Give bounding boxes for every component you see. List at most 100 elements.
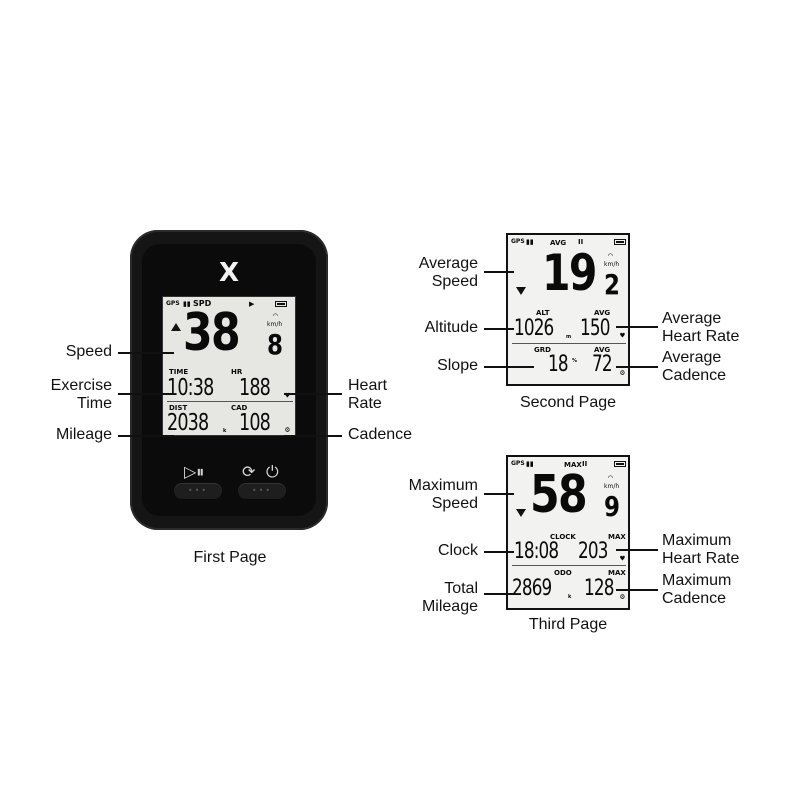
grd-label: GRD	[534, 346, 551, 354]
speed-main-value: 19	[542, 244, 597, 302]
play-status-icon: ▶	[249, 300, 255, 308]
leader-altitude	[484, 328, 514, 330]
callout-heart-rate: Heart Rate	[348, 377, 388, 412]
caption-first-page: First Page	[193, 549, 267, 566]
callout-speed: Speed	[65, 343, 112, 360]
callout-average-speed: Average Speed	[418, 255, 478, 290]
heart-icon: ♥	[285, 391, 290, 400]
max-hr-value: 203	[578, 539, 608, 564]
bike-computer-device: X GPS ▮▮ SPD ▶ 38 ◠ km/h 8 TIME HR 10:38…	[130, 230, 328, 530]
brand-logo: X	[218, 258, 240, 288]
gps-signal-icon: GPS	[511, 238, 525, 245]
cadence-icon: ⚙	[285, 425, 290, 434]
speed-main-value: 58	[530, 465, 588, 525]
refresh-icon: ⟳	[242, 462, 256, 481]
callout-maximum-heart-rate: Maximum Heart Rate	[662, 532, 740, 567]
alt-label: ALT	[536, 309, 550, 317]
max-cad-value: 128	[584, 576, 614, 601]
leader-heart-rate	[284, 393, 342, 395]
leader-clock	[484, 551, 514, 553]
speed-down-arrow-icon	[516, 287, 526, 295]
leader-total-mileage	[484, 593, 514, 595]
callout-clock: Clock	[437, 542, 478, 559]
rider-icon: ◠	[608, 251, 613, 260]
clock-value: 18:08	[514, 539, 559, 564]
left-button[interactable]: •••	[174, 483, 222, 499]
callout-maximum-cadence: Maximum Cadence	[662, 572, 732, 607]
alt-unit: m	[566, 334, 572, 340]
time-label: TIME	[169, 368, 189, 376]
speed-unit: km/h	[267, 321, 283, 328]
speed-unit: km/h	[604, 483, 620, 490]
speed-up-arrow-icon	[171, 323, 181, 331]
rider-icon: ◠	[273, 311, 278, 320]
dist-label: DIST	[169, 404, 188, 412]
avg-hr-label: AVG	[594, 309, 611, 317]
grd-value: 18	[548, 352, 569, 377]
odo-unit: k	[568, 594, 572, 600]
leader-slope	[484, 366, 534, 368]
caption-second-page: Second Page	[519, 394, 617, 411]
second-page-lcd: GPS ▮▮ AVG II 19 ◠ km/h 2 ALT AVG 1026 m…	[506, 233, 630, 386]
cadence-icon: ⚙	[620, 368, 625, 377]
leader-maximum-speed	[484, 493, 514, 495]
max-hr-label: MAX	[608, 533, 626, 541]
avg-cad-label: AVG	[594, 346, 611, 354]
signal-bars-icon: ▮▮	[526, 238, 534, 246]
mode-label: AVG	[550, 239, 567, 247]
device-face: X GPS ▮▮ SPD ▶ 38 ◠ km/h 8 TIME HR 10:38…	[142, 244, 316, 516]
leader-speed	[118, 352, 174, 354]
rider-icon: ◠	[608, 473, 613, 482]
divider	[512, 565, 626, 566]
status-spd: SPD	[193, 299, 212, 308]
clock-label: CLOCK	[550, 533, 576, 541]
avg-cad-value: 72	[592, 352, 613, 377]
signal-bars-icon: ▮▮	[183, 300, 191, 308]
callout-mileage: Mileage	[55, 426, 112, 443]
gps-signal-icon: GPS	[166, 300, 180, 307]
callout-altitude: Altitude	[424, 319, 478, 336]
callout-average-heart-rate: Average Heart Rate	[662, 310, 740, 345]
leader-average-speed	[484, 271, 514, 273]
leader-maximum-cadence	[616, 589, 658, 591]
right-button[interactable]: •••	[238, 483, 286, 499]
caption-third-page: Third Page	[528, 616, 608, 633]
max-cad-label: MAX	[608, 569, 626, 577]
cadence-icon: ⚙	[620, 592, 625, 601]
leader-average-cadence	[616, 366, 658, 368]
cad-value: 108	[239, 410, 271, 436]
speed-down-arrow-icon	[516, 509, 526, 517]
play-pause-icon: ▷⏸	[184, 462, 205, 481]
mode-label: MAX	[564, 461, 582, 469]
callout-cadence: Cadence	[348, 426, 413, 443]
first-page-lcd: GPS ▮▮ SPD ▶ 38 ◠ km/h 8 TIME HR 10:38 1…	[162, 296, 296, 436]
cad-label: CAD	[231, 404, 248, 412]
speed-decimal-value: 2	[604, 268, 620, 301]
pause-icon: II	[582, 460, 588, 468]
odo-label: ODO	[554, 569, 572, 577]
signal-bars-icon: ▮▮	[526, 460, 534, 468]
power-icon: ⏻	[266, 462, 279, 481]
odo-value: 2869	[512, 576, 552, 601]
battery-icon	[614, 239, 626, 245]
callout-maximum-speed: Maximum Speed	[408, 477, 478, 512]
dist-unit: k	[223, 428, 227, 434]
alt-value: 1026	[514, 316, 554, 341]
dist-value: 2038	[167, 410, 209, 436]
callout-average-cadence: Average Cadence	[662, 349, 727, 384]
callout-total-mileage: Total Mileage	[421, 580, 478, 615]
speed-main-value: 38	[183, 303, 241, 363]
leader-average-heart-rate	[616, 326, 658, 328]
callout-exercise-time: Exercise Time	[50, 377, 112, 412]
callout-slope: Slope	[437, 357, 478, 374]
grd-unit: %	[572, 358, 578, 364]
leader-mileage	[118, 435, 174, 437]
hr-value: 188	[239, 375, 271, 401]
leader-maximum-heart-rate	[616, 549, 658, 551]
speed-decimal-value: 9	[604, 490, 620, 523]
battery-icon	[614, 461, 626, 467]
leader-cadence	[284, 435, 342, 437]
heart-icon: ♥	[620, 554, 625, 563]
heart-icon: ♥	[620, 331, 625, 340]
divider	[512, 343, 626, 344]
